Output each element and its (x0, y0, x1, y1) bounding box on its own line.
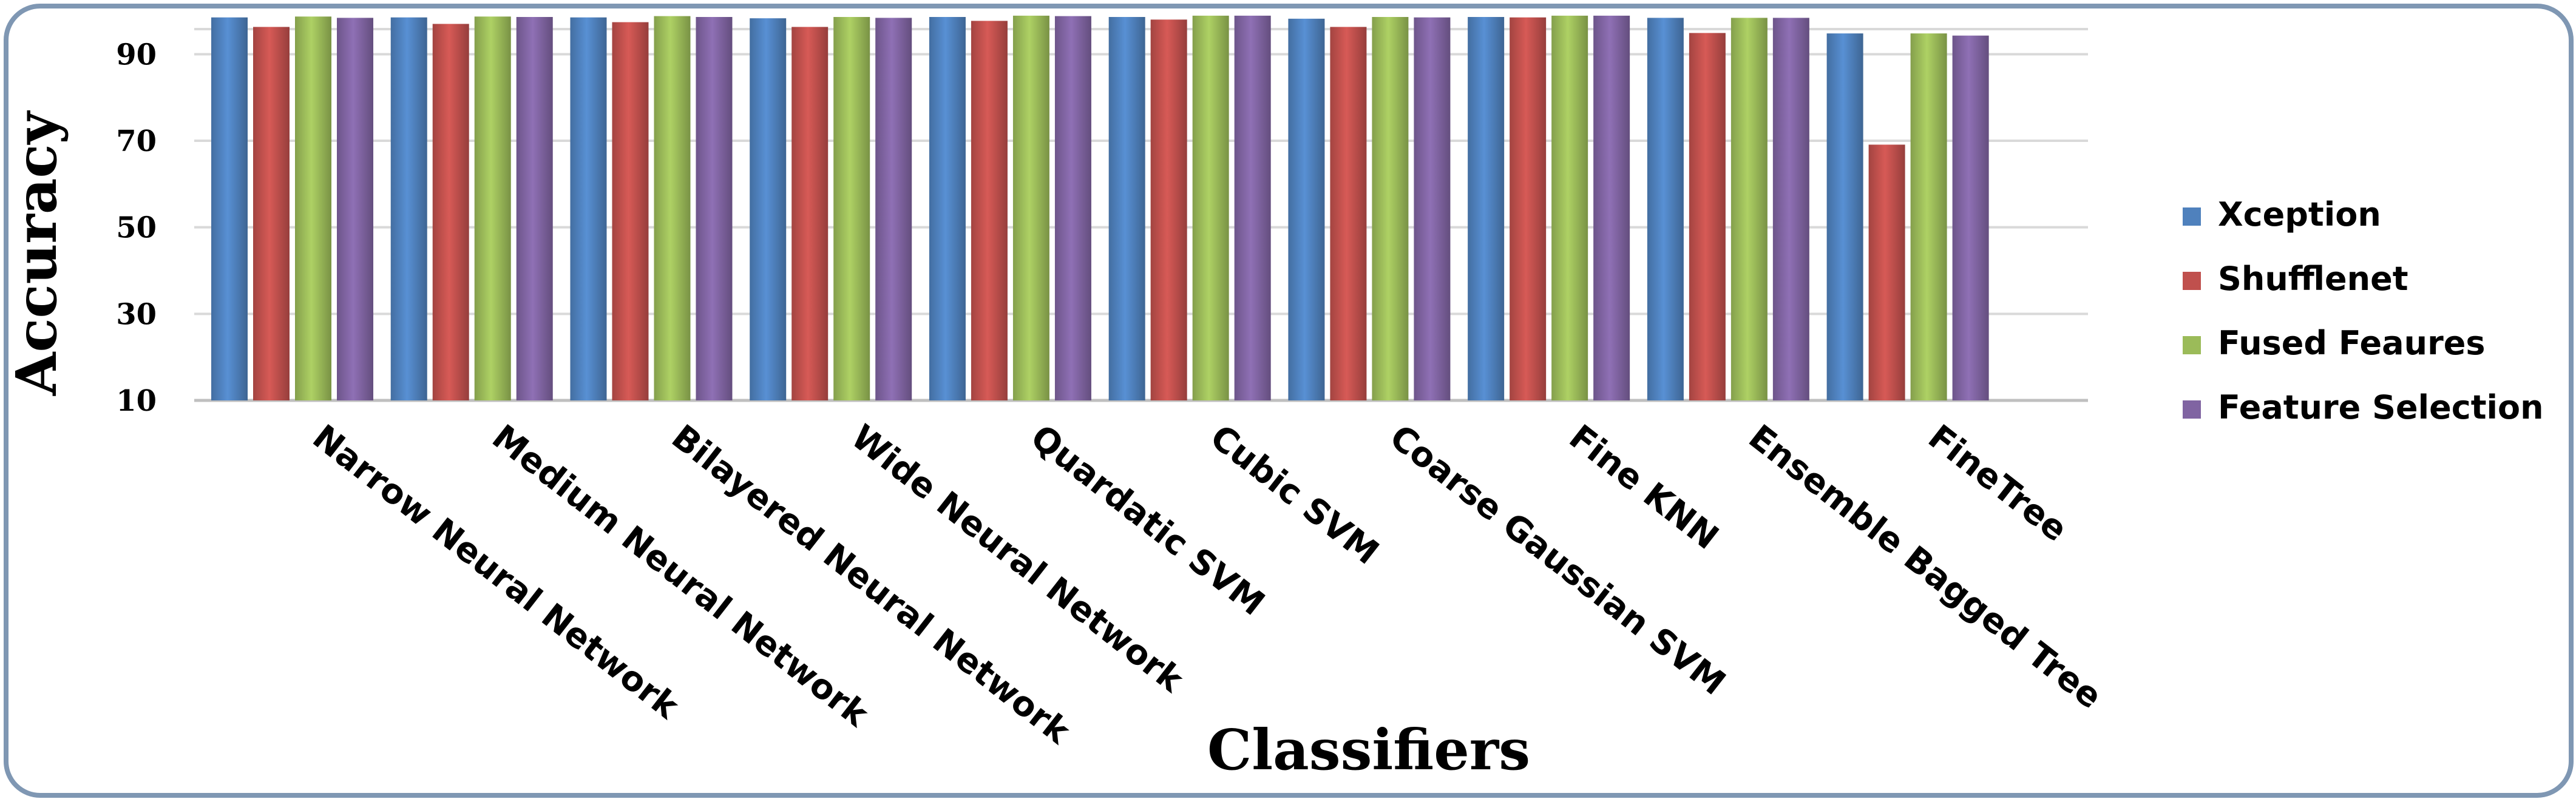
bar-wide-neural-network-feature-selection (875, 18, 912, 401)
bar-finetree-shufflenet (1868, 144, 1905, 401)
legend-label-fused-feaures: Fused Feaures (2218, 324, 2485, 362)
bar-quardatic-svm-fused-feaures (1012, 15, 1049, 400)
bar-medium-neural-network-feature-selection (516, 16, 553, 400)
bar-finetree-fused-feaures (1910, 33, 1947, 401)
bar-coarse-gaussian-svm-xception (1288, 18, 1325, 400)
bar-ensemble-bagged-tree-fused-feaures (1730, 18, 1768, 401)
bar-cubic-svm-shufflenet (1150, 19, 1187, 401)
category-label-narrow-neural-network: Narrow Neural Network (305, 417, 687, 727)
bars (211, 15, 1989, 401)
category-label-fine-knn: Fine KNN (1562, 417, 1726, 558)
y-tick-50: 50 (116, 211, 157, 245)
legend-swatch-feature-selection (2183, 400, 2201, 419)
bar-narrow-neural-network-feature-selection (337, 18, 373, 401)
bar-coarse-gaussian-svm-fused-feaures (1372, 16, 1409, 400)
bar-fine-knn-feature-selection (1593, 15, 1630, 400)
bar-quardatic-svm-feature-selection (1054, 16, 1091, 401)
bar-quardatic-svm-xception (929, 16, 966, 400)
bar-coarse-gaussian-svm-feature-selection (1414, 17, 1451, 400)
bar-bilayered-neural-network-feature-selection (696, 16, 733, 400)
legend-label-feature-selection: Feature Selection (2218, 388, 2544, 426)
x-axis-title: Classifiers (1207, 717, 1530, 783)
bar-medium-neural-network-xception (390, 17, 427, 400)
bar-wide-neural-network-fused-feaures (833, 16, 870, 400)
bar-fine-knn-fused-feaures (1551, 15, 1588, 400)
y-axis-title: Accuracy (4, 110, 69, 396)
bar-bilayered-neural-network-fused-feaures (654, 16, 691, 401)
bar-ensemble-bagged-tree-xception (1647, 18, 1684, 401)
y-tick-70: 70 (116, 124, 157, 158)
bar-cubic-svm-xception (1108, 16, 1145, 400)
legend-swatch-shufflenet (2183, 272, 2201, 290)
bar-coarse-gaussian-svm-shufflenet (1330, 27, 1367, 401)
y-tick-90: 90 (116, 38, 157, 72)
bar-finetree-feature-selection (1952, 35, 1989, 401)
bar-fine-knn-shufflenet (1510, 17, 1547, 400)
y-tick-labels: 10 30 50 70 90 (116, 38, 157, 418)
y-tick-30: 30 (116, 297, 157, 331)
bar-fine-knn-xception (1468, 16, 1505, 400)
category-label-cubic-svm: Cubic SVM (1203, 417, 1386, 573)
legend-swatch-xception (2183, 207, 2201, 226)
bar-narrow-neural-network-xception (211, 17, 248, 400)
category-label-wide-neural-network: Wide Neural Network (844, 417, 1191, 701)
category-label-medium-neural-network: Medium Neural Network (485, 417, 876, 735)
bar-ensemble-bagged-tree-shufflenet (1689, 33, 1726, 400)
y-tick-10: 10 (116, 384, 157, 418)
bar-cubic-svm-fused-feaures (1192, 15, 1229, 400)
bar-quardatic-svm-shufflenet (971, 21, 1008, 400)
bar-wide-neural-network-xception (750, 18, 787, 401)
category-label-ensemble-bagged-tree: Ensemble Bagged Tree (1741, 417, 2109, 716)
bar-wide-neural-network-shufflenet (791, 27, 829, 401)
bar-narrow-neural-network-fused-feaures (295, 16, 331, 401)
category-label-finetree: FineTree (1920, 417, 2075, 550)
category-label-coarse-gaussian-svm: Coarse Gaussian SVM (1382, 417, 1732, 703)
legend-swatch-fused-feaures (2183, 336, 2201, 354)
bar-narrow-neural-network-shufflenet (253, 27, 290, 401)
bar-finetree-xception (1826, 33, 1863, 401)
legend-label-shufflenet: Shufflenet (2218, 260, 2408, 298)
bar-ensemble-bagged-tree-feature-selection (1772, 18, 1809, 401)
legend-label-xception: Xception (2218, 195, 2381, 234)
bar-cubic-svm-feature-selection (1234, 15, 1271, 400)
bar-bilayered-neural-network-shufflenet (612, 22, 649, 400)
bar-bilayered-neural-network-xception (570, 17, 607, 400)
bar-medium-neural-network-shufflenet (432, 24, 469, 400)
bar-medium-neural-network-fused-feaures (474, 16, 511, 401)
